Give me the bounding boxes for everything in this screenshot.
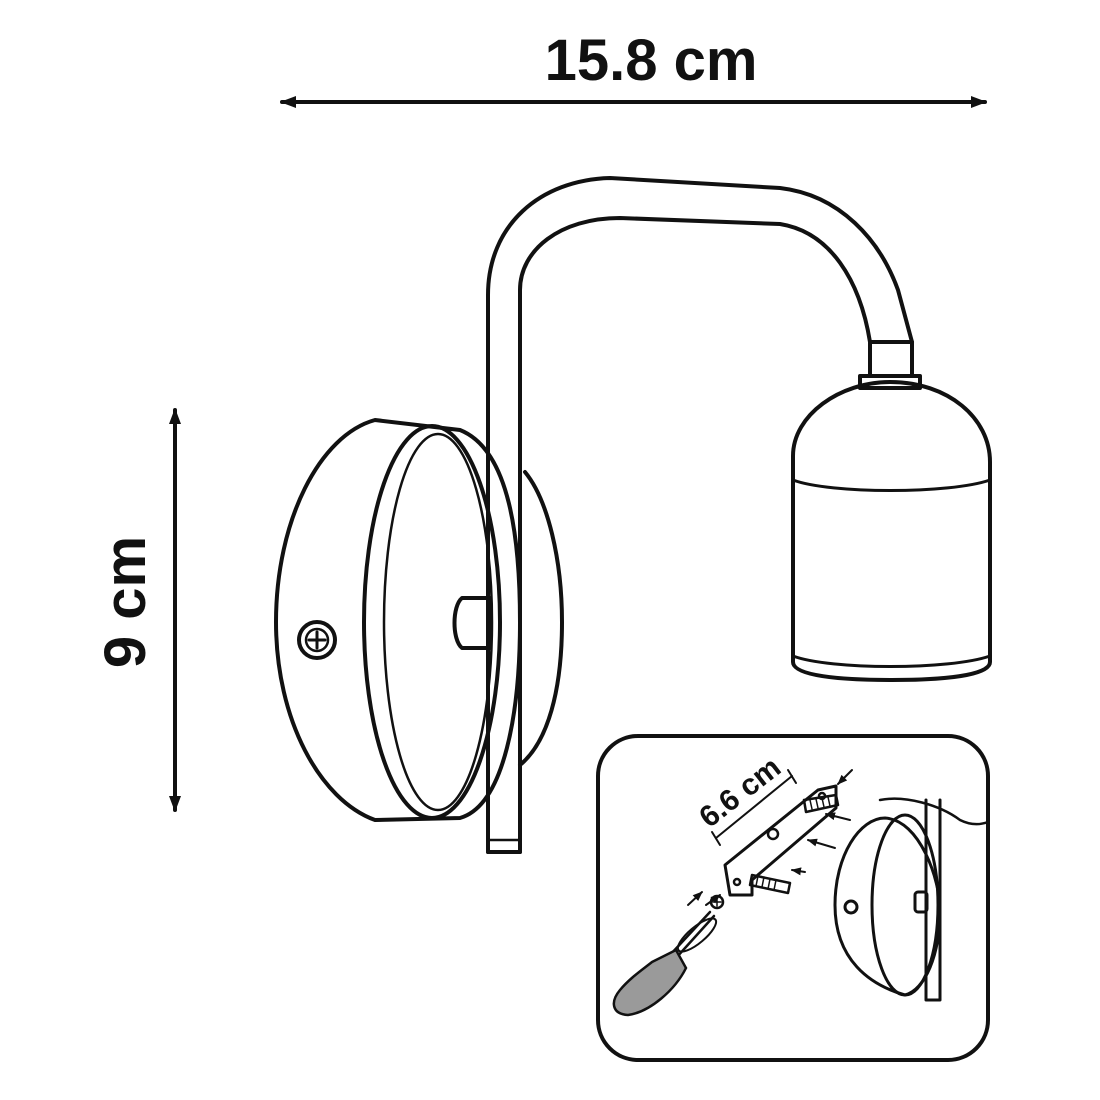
assembly-arrow-4 [791,867,806,876]
assembly-arrow-1 [837,769,853,785]
inset-arm [924,798,942,1002]
assembly-arrow-6 [687,891,703,906]
lamp-shade-rim [791,654,992,668]
wall-lamp-drawing [274,176,992,854]
screw-right-icon [802,793,840,814]
bracket-hole-center [766,827,780,841]
mount-canopy-face-rim [382,432,494,812]
bracket-hole-left [732,877,742,887]
assembly-arrow-3 [807,838,836,849]
phillips-screw-icon [297,620,337,660]
lamp-neck [868,340,914,378]
inset-bracket [723,784,838,897]
lamp-arm-tube-inner [518,216,872,854]
bracket-dimension-tick-right [787,769,797,784]
lamp-shade-band [791,478,992,492]
bracket-dimension-line [715,775,793,839]
mount-canopy-outer [274,418,522,822]
small-screw-icon [709,894,725,910]
mount-switch [452,596,492,650]
inset-mount-hole [843,899,859,915]
width-dimension-label: 15.8 cm [545,28,758,93]
lamp-arm-tube [486,176,914,854]
screwdriver-icon [612,910,718,1017]
lamp-shade [791,380,992,682]
assembly-arrow-2 [825,812,851,821]
height-dimension-label: 9 cm [93,536,158,668]
width-dimension: 15.8 cm [280,28,987,108]
inset-mount-face [870,813,940,997]
height-dimension: 9 cm [93,408,181,812]
inset-wall-line [878,797,990,826]
mount-canopy-face [362,424,502,820]
mount-back-plate [518,470,564,767]
inset-mount-canopy [833,816,942,997]
screwdriver-handle [612,948,688,1017]
screw-lower-icon [748,873,792,895]
bracket-dimension-tick-left [711,831,721,846]
installation-inset: 6.6 cm [596,734,990,1062]
inset-frame [596,734,990,1062]
